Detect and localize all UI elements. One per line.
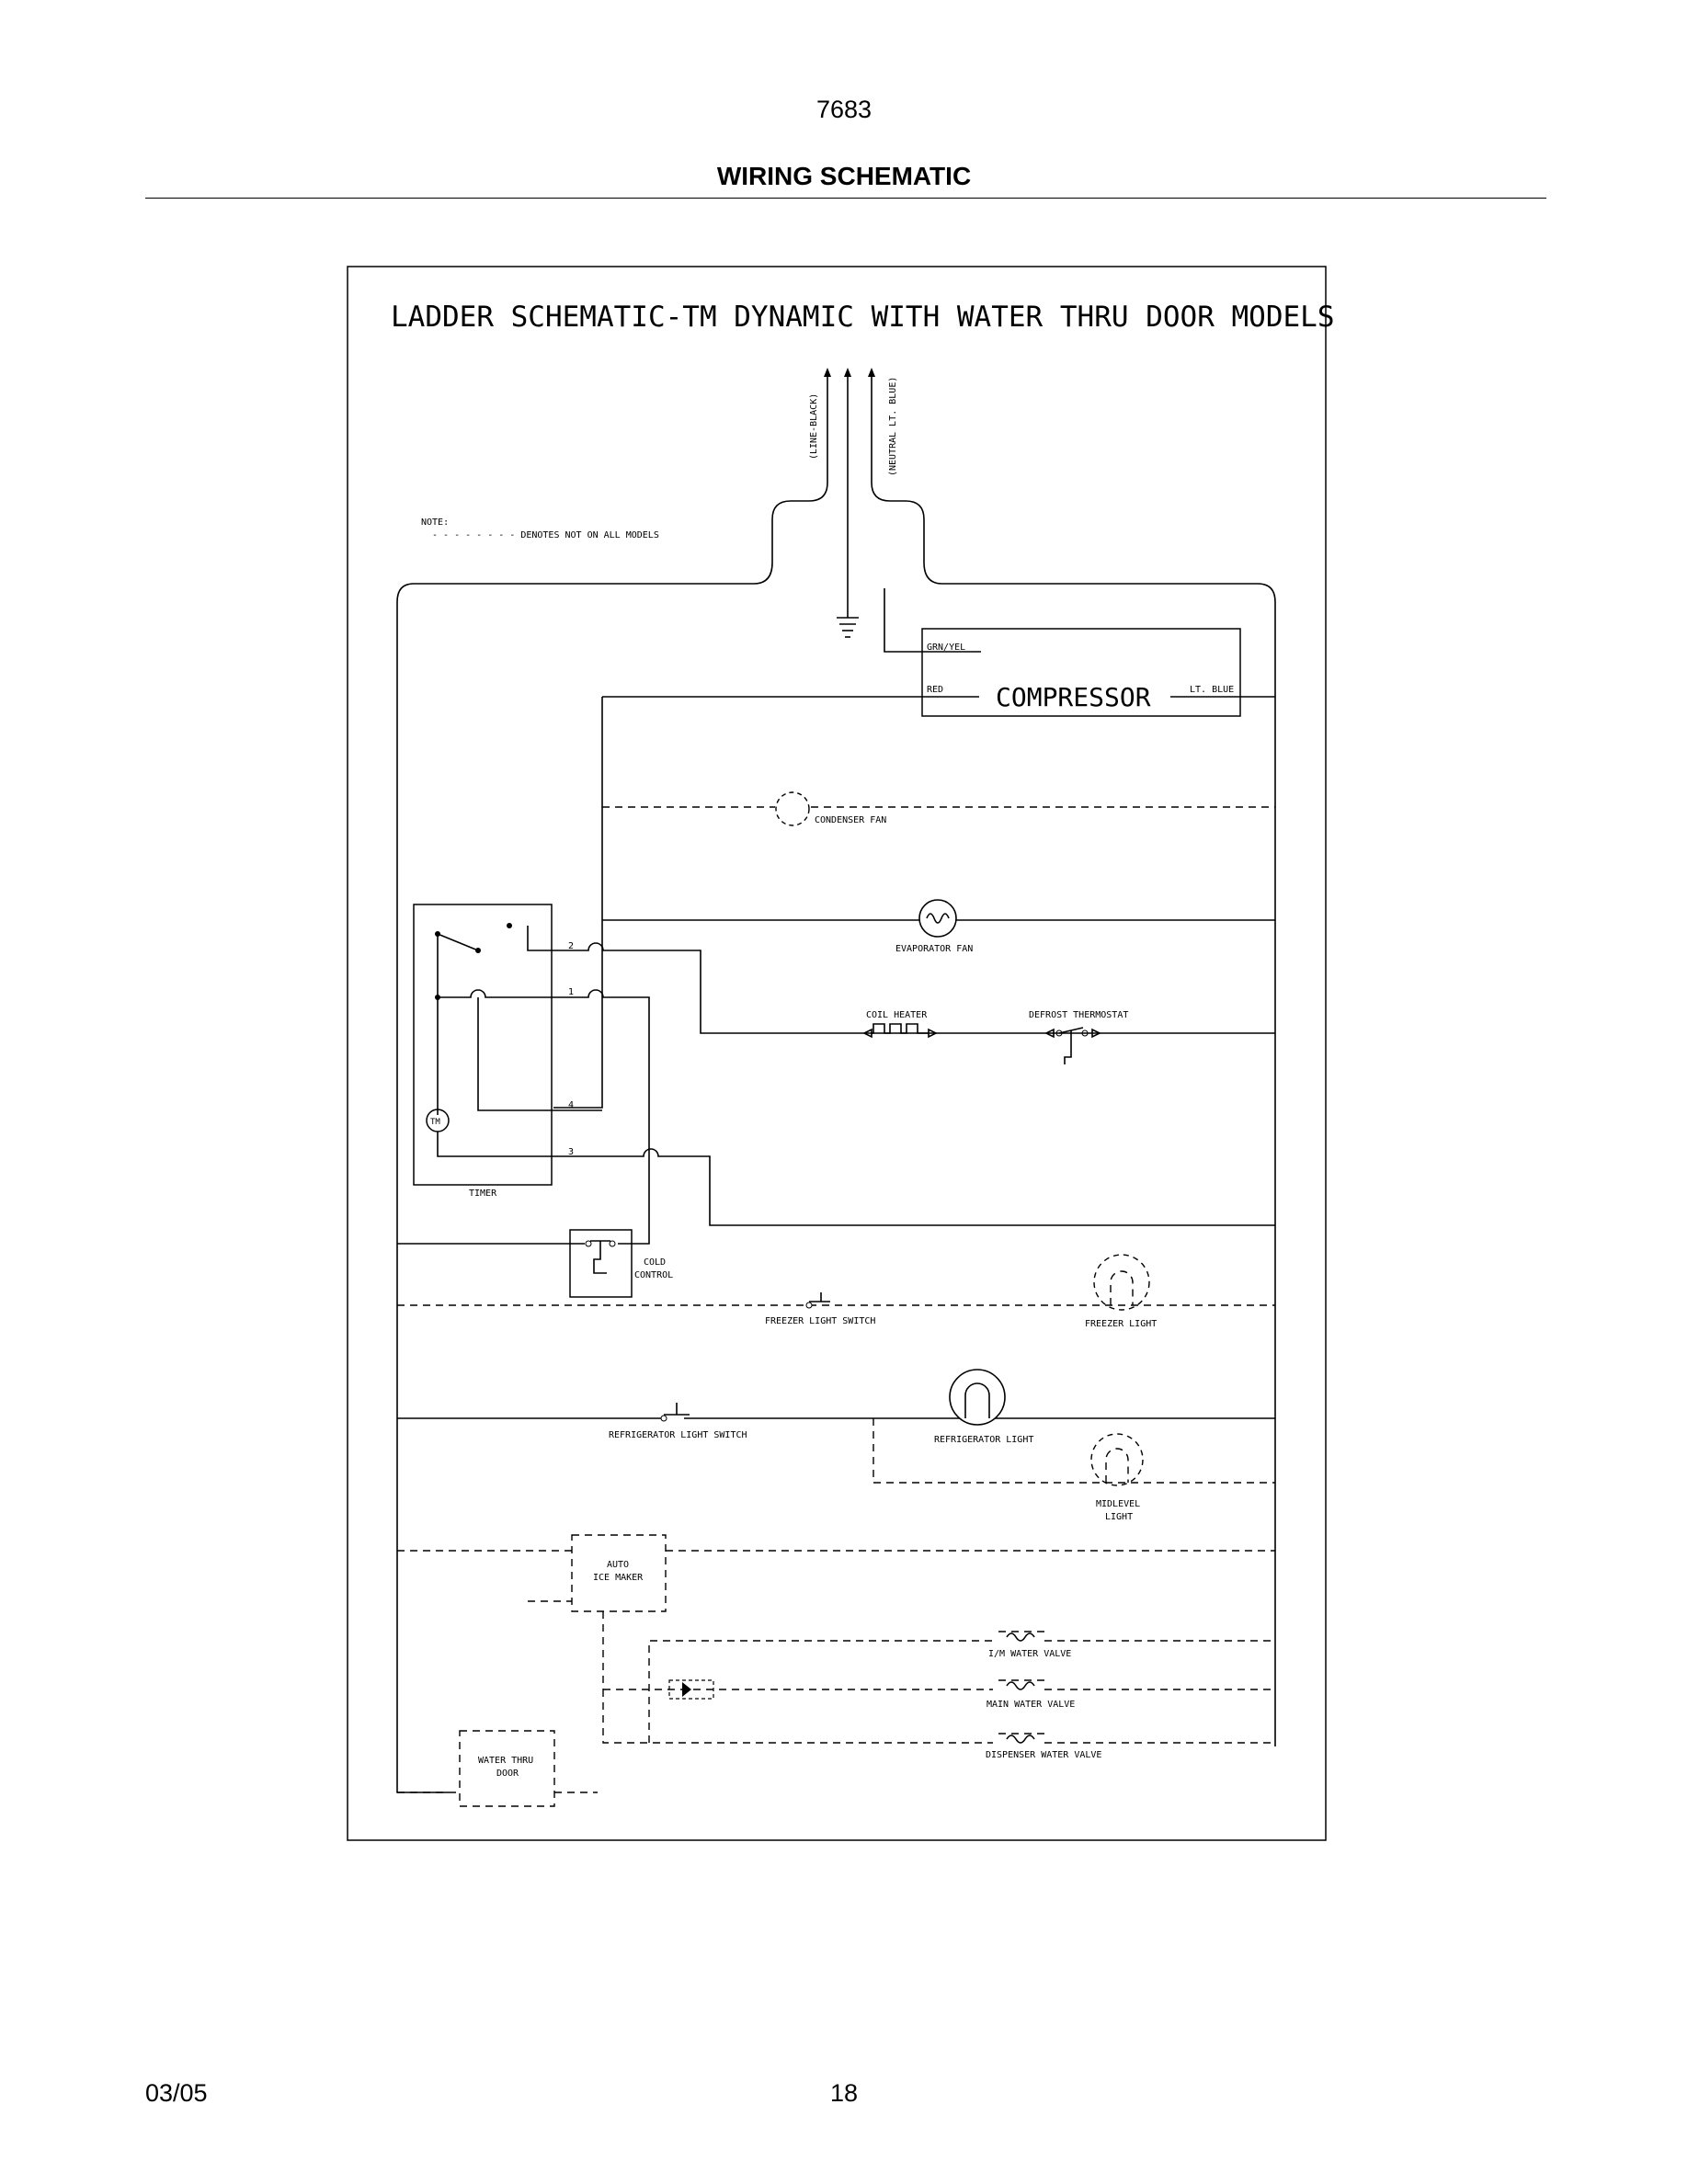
valve-connector-icon (668, 1679, 714, 1700)
ground-icon (837, 617, 859, 638)
auto-ice-maker-label-1: AUTO (607, 1560, 629, 1570)
cold-control-label-2: CONTROL (634, 1270, 673, 1280)
compressor-red-label: RED (927, 685, 943, 695)
compressor-grn-yel-label: GRN/YEL (927, 643, 965, 653)
im-water-valve-icon (998, 1631, 1048, 1642)
footer-page-number: 18 (829, 2079, 859, 2107)
freezer-light-icon (1093, 1254, 1150, 1311)
title-divider (145, 198, 1546, 199)
line-black-label: (LINE-BLACK) (809, 393, 819, 460)
timer-terminal-4: 4 (568, 1100, 574, 1110)
refrigerator-light-switch-icon (660, 1403, 690, 1422)
midlevel-light-label-1: MIDLEVEL (1096, 1499, 1140, 1509)
im-water-valve-label: I/M WATER VALVE (988, 1649, 1071, 1659)
defrost-thermostat-label: DEFROST THERMOSTAT (1029, 1010, 1128, 1020)
note-text: - - - - - - - - DENOTES NOT ON ALL MODEL… (432, 530, 659, 540)
water-thru-door-label-1: WATER THRU (478, 1756, 533, 1766)
footer-date: 03/05 (145, 2079, 208, 2107)
condenser-fan-icon (775, 791, 810, 826)
dispenser-water-valve-icon (998, 1733, 1048, 1744)
timer-terminal-2: 2 (568, 941, 574, 951)
main-water-valve-icon (998, 1679, 1048, 1690)
neutral-label: (NEUTRAL LT. BLUE) (888, 377, 898, 476)
timer-box (413, 904, 553, 1186)
refrigerator-light-label: REFRIGERATOR LIGHT (934, 1435, 1033, 1445)
dispenser-water-valve-label: DISPENSER WATER VALVE (986, 1750, 1101, 1760)
timer-motor-label: TM (430, 1118, 440, 1127)
timer-terminal-3: 3 (568, 1147, 574, 1157)
refrigerator-light-switch-label: REFRIGERATOR LIGHT SWITCH (609, 1430, 747, 1440)
midlevel-light-icon (1090, 1433, 1144, 1486)
page-title: WIRING SCHEMATIC (716, 162, 972, 190)
compressor-box (921, 628, 1241, 717)
freezer-light-switch-label: FREEZER LIGHT SWITCH (765, 1316, 875, 1326)
water-thru-door-label-2: DOOR (496, 1769, 519, 1779)
cold-control-box (569, 1229, 633, 1298)
coil-heater-label: COIL HEATER (866, 1010, 928, 1020)
schematic-frame (347, 266, 1327, 1841)
auto-ice-maker-box (571, 1534, 667, 1612)
defrost-thermostat-icon (1044, 1027, 1101, 1064)
freezer-light-switch-icon (805, 1292, 830, 1309)
condenser-fan-label: CONDENSER FAN (815, 815, 886, 825)
timer-label: TIMER (469, 1189, 497, 1199)
compressor-label: COMPRESSOR (996, 682, 1151, 712)
note-title: NOTE: (421, 518, 449, 528)
cold-control-label-1: COLD (644, 1257, 666, 1268)
freezer-light-label: FREEZER LIGHT (1085, 1319, 1157, 1329)
compressor-lt-blue-label: LT. BLUE (1190, 685, 1234, 695)
timer-terminal-1: 1 (568, 987, 574, 997)
page-code: 7683 (815, 96, 873, 123)
evaporator-fan-label: EVAPORATOR FAN (895, 944, 973, 954)
supply-leads (396, 368, 1276, 1793)
diagram-title: LADDER SCHEMATIC-TM DYNAMIC WITH WATER T… (391, 301, 1335, 334)
evaporator-fan-icon (918, 899, 957, 938)
refrigerator-light-icon (949, 1369, 1006, 1426)
auto-ice-maker-label-2: ICE MAKER (593, 1573, 644, 1583)
main-water-valve-label: MAIN WATER VALVE (987, 1700, 1075, 1710)
water-thru-door-box (459, 1730, 555, 1807)
midlevel-light-label-2: LIGHT (1105, 1512, 1133, 1522)
